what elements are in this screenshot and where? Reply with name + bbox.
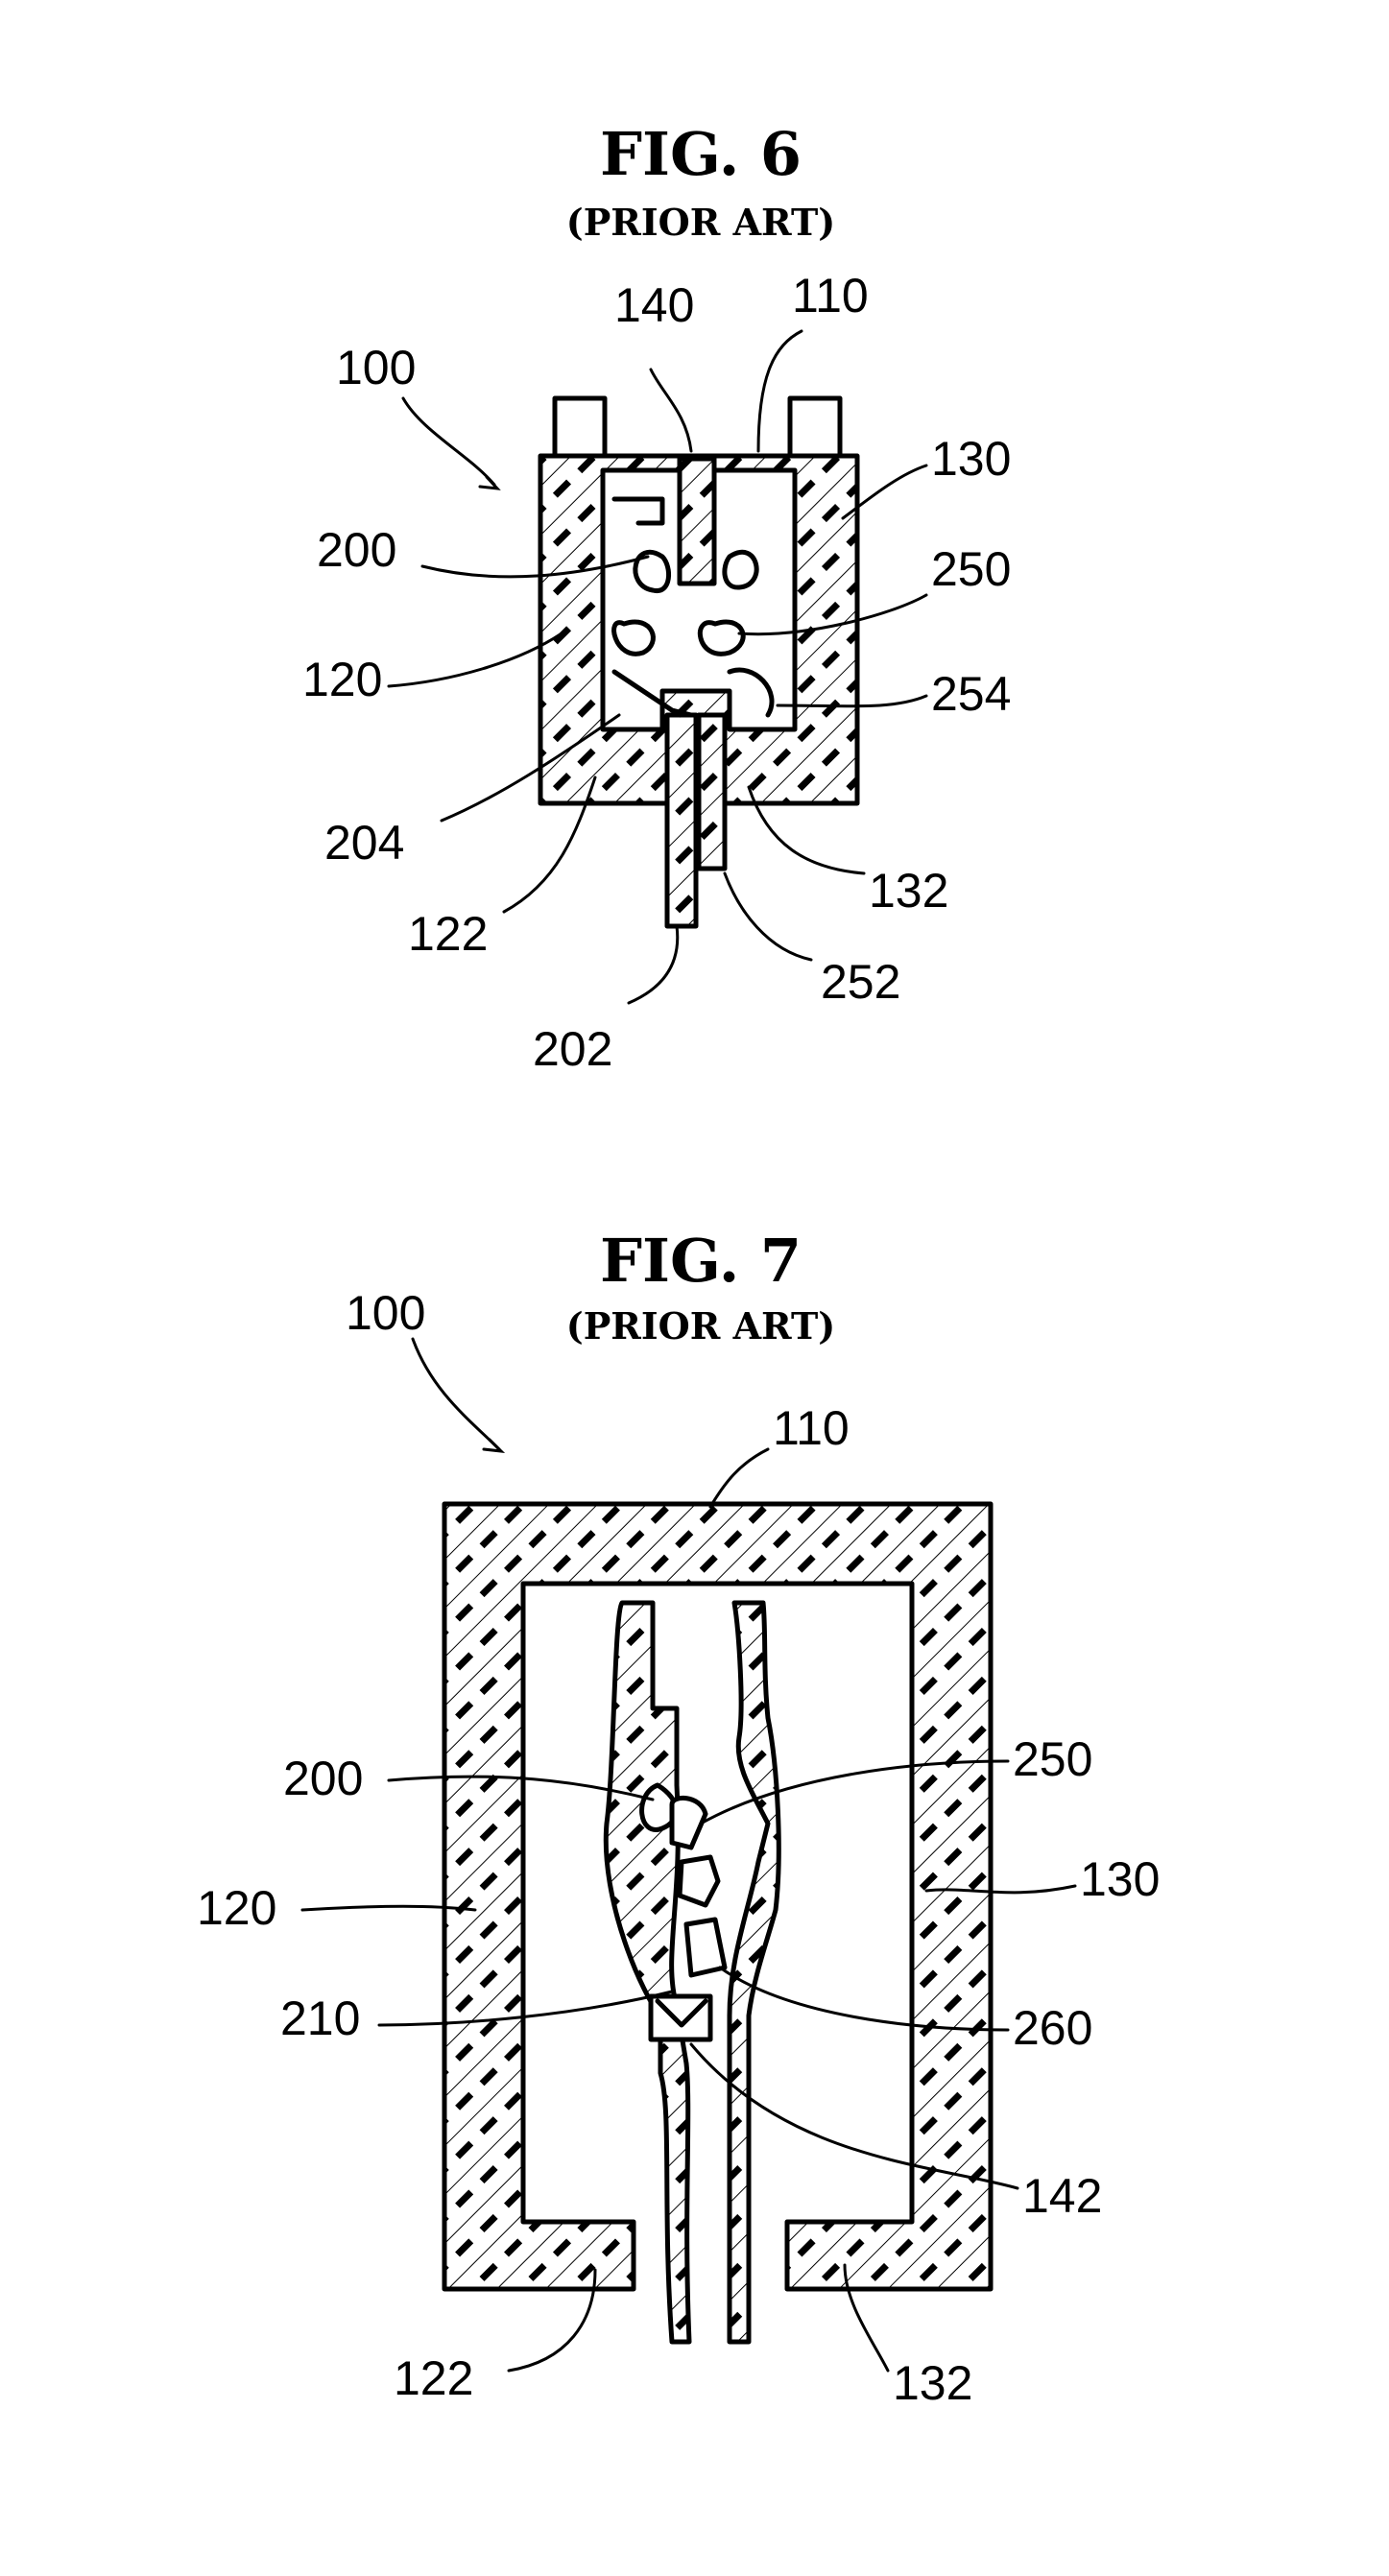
fig6-subtitle: (PRIOR ART) [566,201,835,244]
fig7-label-122: 122 [394,2351,473,2405]
fig6-label-254: 254 [931,667,1011,721]
fig6-label-252: 252 [821,955,900,1009]
fig7-leader-110 [710,1449,768,1507]
fig7-label-250: 250 [1013,1732,1092,1786]
fig6-leader-100 [403,398,494,485]
fig6-leader-202 [629,926,678,1003]
fig6-label-202: 202 [533,1022,612,1076]
fig7-arrowhead-100 [484,1440,501,1451]
fig7-subtitle: (PRIOR ART) [566,1304,835,1348]
fig7-label-132: 132 [893,2356,972,2410]
fig6-label-140: 140 [614,278,694,332]
fig6-label-204: 204 [324,816,404,870]
fig6-label-110: 110 [792,269,869,322]
fig7-label-100: 100 [346,1286,425,1340]
fig7-label-200: 200 [283,1752,363,1805]
fig7-label-120: 120 [197,1881,276,1935]
fig6-label-250: 250 [931,542,1011,596]
fig7-label-130: 130 [1080,1852,1160,1906]
fig7-label-142: 142 [1022,2169,1102,2223]
fig6-arrowhead-100 [480,477,497,489]
fig6-left-terminal [555,398,605,458]
fig6-leader-120 [389,633,562,686]
fig7-latch-body [680,1857,718,1905]
fig6-label-130: 130 [931,432,1011,486]
figure-6: FIG. 6 (PRIOR ART) [302,119,1011,1076]
fig7-label-110: 110 [773,1401,850,1455]
fig6-label-132: 132 [869,864,948,918]
fig7-label-260: 260 [1013,2001,1092,2055]
fig7-housing [444,1504,991,2289]
fig6-leader-140 [651,370,691,451]
fig6-leader-252 [725,873,811,960]
fig6-leader-110 [758,331,802,451]
fig6-title: FIG. 6 [600,119,802,189]
figure-7: FIG. 7 (PRIOR ART) 100 110 200 250 1 [197,1226,1160,2410]
fig6-label-122: 122 [408,907,488,961]
fig7-title: FIG. 7 [600,1226,802,1296]
fig6-right-terminal [790,398,840,458]
fig7-right-arm [730,1603,778,2342]
fig7-leader-100 [413,1339,499,1449]
fig6-label-120: 120 [302,653,382,706]
fig6-label-100: 100 [336,341,416,394]
fig6-center-wall [680,459,714,584]
fig6-label-200: 200 [317,523,396,577]
fig6-strip-202 [667,715,696,926]
fig7-label-210: 210 [280,1992,360,2045]
fig6-strip-252 [699,715,725,869]
